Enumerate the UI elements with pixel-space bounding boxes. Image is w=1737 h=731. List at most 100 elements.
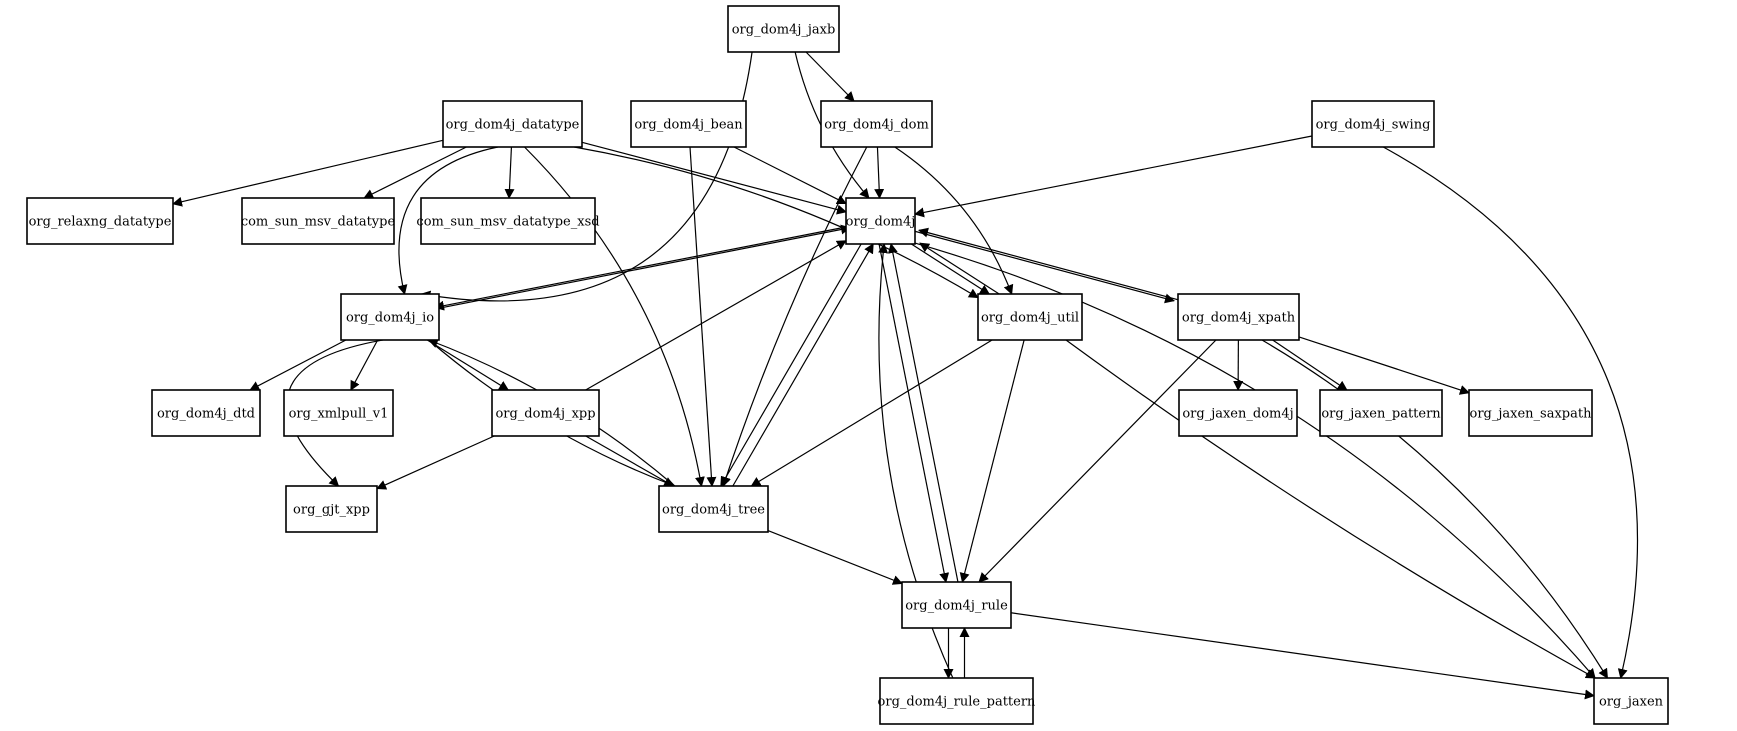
node-label: org_dom4j_tree	[662, 503, 765, 518]
node-xmlpull: org_xmlpull_v1	[283, 389, 394, 437]
node-tree: org_dom4j_tree	[658, 485, 769, 533]
node-label: org_relaxng_datatype	[29, 215, 172, 230]
edge-datatype-to-dom4j	[581, 141, 847, 215]
edge-tree-to-dom4j	[732, 243, 874, 487]
node-box	[241, 197, 395, 245]
node-rulepattern: org_dom4j_rule_pattern	[878, 677, 1037, 725]
edge-dom4j-to-rule	[878, 243, 950, 583]
node-box	[285, 485, 378, 533]
node-gjt: org_gjt_xpp	[285, 485, 378, 533]
node-box	[1319, 389, 1443, 437]
node-box	[420, 197, 596, 245]
edge-xpath-to-dom4j	[918, 227, 1183, 302]
edge-bean-to-tree	[689, 146, 717, 487]
edge-datatype-to-tree	[524, 146, 705, 487]
edge-util-to-dom4j	[919, 242, 1000, 295]
node-jaxen: org_jaxen	[1593, 677, 1669, 725]
edges	[172, 51, 1638, 700]
edge-xpp-to-dom4j	[585, 240, 847, 391]
node-dom4j: org_dom4j	[845, 197, 916, 245]
edge-xpp-to-gjt	[376, 435, 495, 490]
edge-dom4j-to-xpath	[910, 229, 1175, 304]
node-label: org_dom4j_xpp	[495, 407, 595, 422]
node-bean: org_dom4j_bean	[630, 100, 747, 148]
node-box	[1311, 100, 1435, 148]
node-box	[845, 197, 916, 245]
edge-domp-to-tree	[721, 146, 868, 487]
node-box	[879, 677, 1034, 725]
edge-io-to-xpp	[426, 339, 510, 391]
edge-datatype-to-msvxsd	[504, 146, 515, 199]
node-dtd: org_dom4j_dtd	[151, 389, 261, 437]
edge-xpp-to-tree	[585, 435, 675, 487]
edge-datatype-to-io	[397, 146, 499, 295]
edge-util-to-rule	[959, 339, 1025, 583]
node-label: org_dom4j_dtd	[157, 407, 255, 422]
node-label: org_gjt_xpp	[293, 503, 370, 518]
node-rule: org_dom4j_rule	[901, 581, 1012, 629]
node-saxpath: org_jaxen_saxpath	[1468, 389, 1593, 437]
node-datatype: org_dom4j_datatype	[442, 100, 583, 148]
node-domp: org_dom4j_dom	[820, 100, 933, 148]
node-box	[1177, 293, 1300, 341]
node-label: org_dom4j_util	[981, 311, 1079, 326]
node-label: com_sun_msv_datatype	[241, 215, 396, 230]
node-label: org_dom4j_datatype	[446, 118, 580, 133]
node-box	[151, 389, 261, 437]
edge-xpath-to-jaxen	[1261, 339, 1609, 679]
edge-io-to-dtd	[249, 339, 347, 391]
node-msv: com_sun_msv_datatype	[241, 197, 396, 245]
edge-jaxb-to-domp	[805, 51, 855, 102]
node-label: org_jaxen_dom4j	[1182, 407, 1293, 422]
node-box	[1468, 389, 1593, 437]
edge-util-to-jaxen	[1065, 339, 1596, 679]
node-box	[630, 100, 747, 148]
node-box	[820, 100, 933, 148]
node-box	[901, 581, 1012, 629]
node-box	[977, 293, 1083, 341]
edge-io-to-xmlpull	[350, 339, 379, 391]
node-box	[442, 100, 583, 148]
edge-datatype-to-util	[574, 146, 979, 299]
node-swing: org_dom4j_swing	[1311, 100, 1435, 148]
edge-bean-to-dom4j	[733, 146, 847, 205]
edge-swing-to-dom4j	[914, 135, 1313, 218]
node-relaxng: org_relaxng_datatype	[26, 197, 174, 245]
edge-xpath-to-rule	[978, 339, 1217, 583]
edge-datatype-to-msv	[363, 146, 467, 199]
node-box	[491, 389, 600, 437]
node-msvxsd: com_sun_msv_datatype_xsd	[416, 197, 600, 245]
node-xpath: org_dom4j_xpath	[1177, 293, 1300, 341]
node-label: org_dom4j_xpath	[1182, 311, 1296, 326]
node-box	[26, 197, 174, 245]
node-jaxenpattern: org_jaxen_pattern	[1319, 389, 1443, 437]
node-label: org_dom4j_bean	[634, 118, 743, 133]
edge-xpath-to-jaxenpattern	[1272, 339, 1348, 391]
edge-domp-to-dom4j	[874, 146, 885, 199]
node-label: org_jaxen_saxpath	[1470, 407, 1593, 422]
nodes: org_dom4j_jaxb org_dom4j_datatype org_dom4…	[26, 5, 1669, 725]
node-label: org_dom4j	[846, 215, 916, 230]
edge-util-to-tree	[750, 339, 993, 487]
node-box	[658, 485, 769, 533]
node-label: org_dom4j_rule_pattern	[878, 695, 1037, 710]
edge-domp-to-util	[894, 146, 1014, 295]
edge-dom4j-to-io	[434, 227, 843, 311]
node-box	[283, 389, 394, 437]
edge-xpath-to-saxpath	[1298, 336, 1470, 395]
edge-dom4j-to-tree	[720, 243, 862, 487]
node-label: org_dom4j_jaxb	[732, 23, 836, 38]
node-jaxendom4j: org_jaxen_dom4j	[1178, 389, 1298, 437]
node-label: org_dom4j_io	[346, 311, 434, 326]
edge-dom4j-to-util	[909, 242, 991, 295]
node-jaxb: org_dom4j_jaxb	[727, 5, 840, 53]
node-io: org_dom4j_io	[340, 293, 440, 341]
node-box	[1593, 677, 1669, 725]
node-label: org_dom4j_dom	[824, 118, 929, 133]
edge-rule-to-dom4j	[887, 243, 959, 583]
node-label: org_dom4j_rule	[905, 599, 1008, 614]
node-util: org_dom4j_util	[977, 293, 1083, 341]
node-label: org_xmlpull_v1	[289, 407, 389, 422]
edge-swing-to-jaxen	[1382, 146, 1638, 679]
